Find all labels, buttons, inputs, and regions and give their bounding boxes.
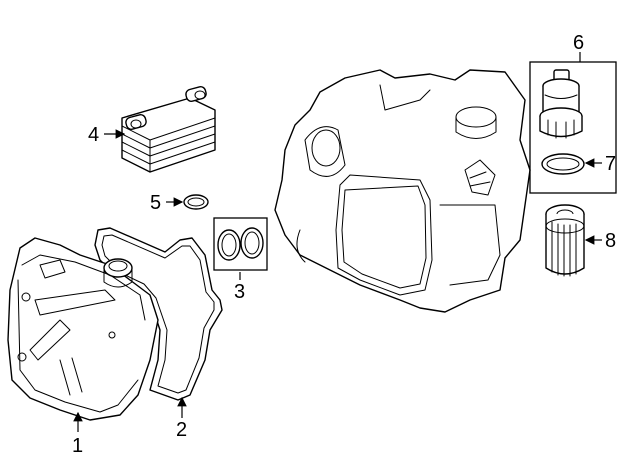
oil-filter-element [545,204,585,277]
small-o-ring [183,194,209,210]
filter-housing-cap [539,69,583,139]
callout-6: 6 [573,32,584,54]
callout-8: 8 [605,230,616,252]
housing-o-ring [541,153,585,175]
callout-4: 4 [88,124,99,146]
oil-cooler [121,86,216,173]
seal-kit [213,217,268,271]
oil-pan [7,237,159,421]
filter-housing-frame [529,61,617,194]
callout-7: 7 [605,153,616,175]
leader-lines [73,52,602,432]
callout-2: 2 [176,419,187,441]
transmission-housing [274,69,531,313]
callout-5: 5 [150,192,161,214]
callout-1: 1 [72,435,83,457]
callout-3: 3 [234,281,245,303]
